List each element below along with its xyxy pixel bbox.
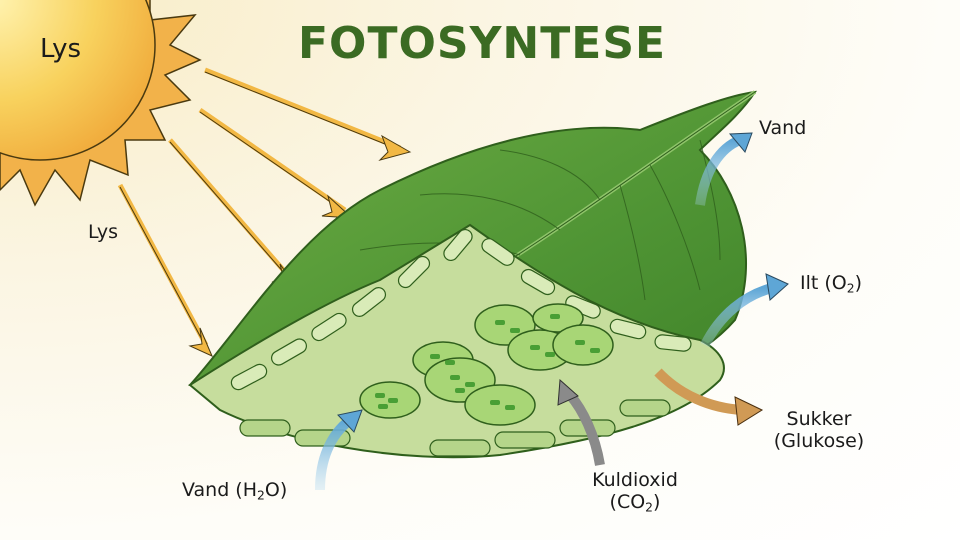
- chloroplasts: [359, 303, 614, 426]
- co2-in-arrow: [557, 378, 605, 466]
- sun-label: Lys: [40, 34, 82, 64]
- sugar-out-arrow: [654, 368, 764, 426]
- oxygen-out-arrow: [700, 273, 789, 348]
- page-title: FOTOSYNTESE: [298, 18, 667, 69]
- sun-icon: [0, 0, 202, 207]
- leaf: [188, 90, 758, 459]
- light-rays: [117, 67, 412, 357]
- water-out-arrow: [695, 132, 753, 206]
- water-in-label: Vand (H2O): [182, 479, 288, 503]
- water-in-arrow: [315, 409, 363, 491]
- light-arrow-1: [204, 67, 412, 161]
- light-label: Lys: [88, 221, 118, 243]
- sugar-label: Sukker (Glukose): [773, 408, 865, 452]
- light-arrow-4: [117, 183, 213, 357]
- water-out-label: Vand: [759, 117, 807, 139]
- co2-label: Kuldioxid (CO2): [592, 469, 678, 515]
- oxygen-label: Ilt (O2): [800, 272, 863, 296]
